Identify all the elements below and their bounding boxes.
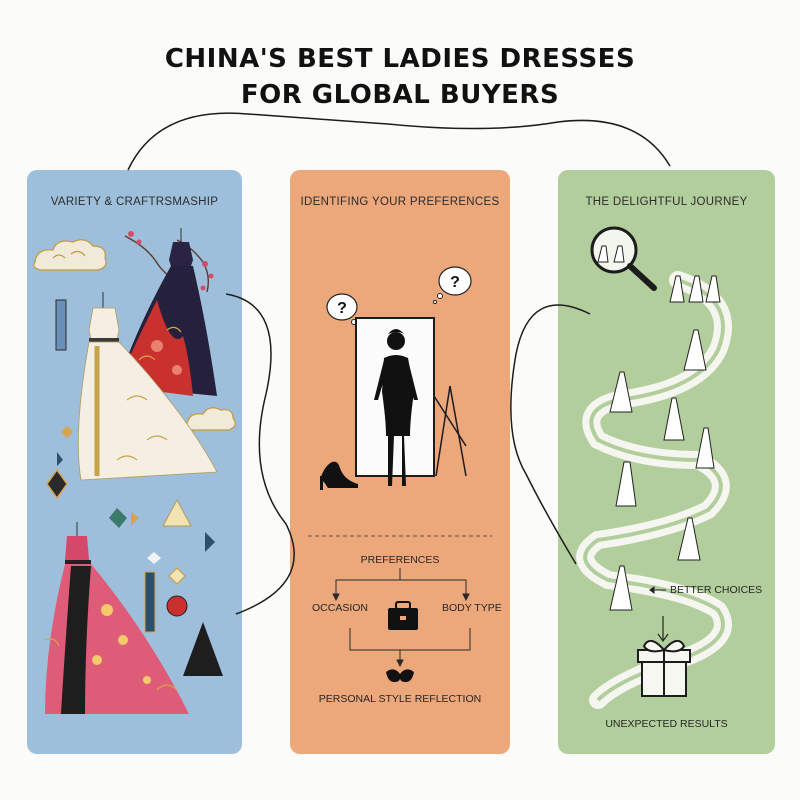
tree-branch-body-type: BODY TYPE bbox=[442, 602, 502, 614]
variety-panel-title: VARIETY & CRAFTRSMASHIP bbox=[50, 196, 219, 208]
high-heel-icon bbox=[320, 461, 358, 490]
journey-illustration bbox=[576, 226, 732, 709]
mask-icon bbox=[386, 669, 414, 682]
woman-silhouette-icon bbox=[374, 329, 418, 486]
cloud-icon bbox=[185, 407, 236, 431]
briefcase-icon bbox=[388, 601, 418, 630]
cloud-icon bbox=[33, 239, 107, 271]
gem-icon bbox=[46, 299, 223, 676]
path-icon bbox=[576, 271, 732, 709]
page-title-line-2: FOR GLOBAL BUYERS bbox=[240, 80, 560, 110]
callout-arrow bbox=[649, 586, 666, 594]
unexpected-results-label: UNEXPECTED RESULTS bbox=[605, 718, 728, 730]
dress-icon bbox=[77, 292, 218, 481]
variety-illustration bbox=[33, 228, 236, 714]
preferences-tree-connectors bbox=[332, 568, 471, 668]
page-title-line-1: CHINA'S BEST LADIES DRESSES bbox=[164, 44, 636, 74]
tree-root-label: PREFERENCES bbox=[360, 554, 440, 566]
gift-icon bbox=[637, 639, 691, 697]
preferences-panel-title: IDENTIFING YOUR PREFERENCES bbox=[300, 196, 500, 208]
question-bubble-icon: ? bbox=[432, 266, 472, 305]
down-arrow bbox=[657, 616, 669, 643]
dress-icon bbox=[44, 522, 189, 714]
top-connector-curve bbox=[127, 112, 671, 171]
preferences-illustration: ? ? bbox=[308, 266, 492, 682]
dress-icon bbox=[609, 275, 721, 611]
question-mark: ? bbox=[337, 300, 347, 317]
magnifier-icon bbox=[590, 226, 657, 291]
variety-panel: VARIETY & CRAFTRSMASHIP bbox=[27, 170, 242, 754]
tree-branch-occasion: OCCASION bbox=[312, 602, 369, 614]
better-choices-label: BETTER CHOICES bbox=[670, 584, 763, 596]
preferences-panel: ? ? bbox=[290, 170, 510, 754]
journey-panel-title: THE DELIGHTFUL JOURNEY bbox=[585, 196, 748, 208]
journey-panel: THE DELIGHTFUL JOURNEY BETTER CHOICES UN… bbox=[558, 170, 775, 754]
tree-result-label: PERSONAL STYLE REFLECTION bbox=[318, 693, 482, 705]
question-mark: ? bbox=[450, 274, 460, 291]
